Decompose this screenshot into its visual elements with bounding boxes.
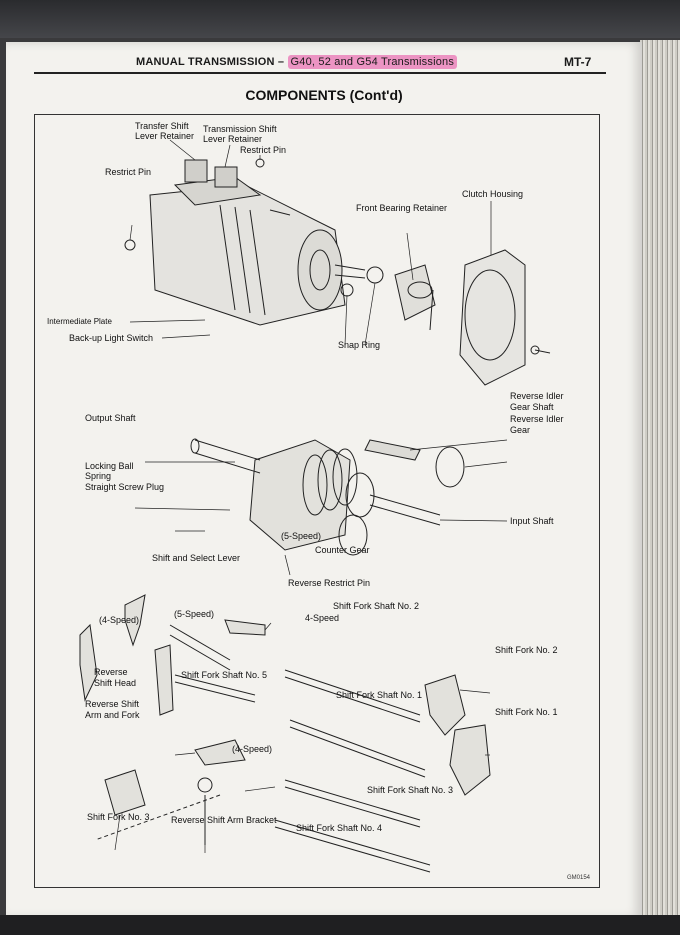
label-reverse-shift-arm-fork-1: Reverse Shift [85,699,140,709]
label-shift-fork-no3: Shift Fork No. 3 [87,812,150,822]
label-transmission-shift-lever-retainer-2: Lever Retainer [203,134,263,144]
label-five-speed-counter: (5-Speed) [281,531,322,541]
gear-cluster-drawing [190,438,465,556]
label-four-speed-fork: 4-Speed [305,613,340,623]
section-title: COMPONENTS (Cont'd) [245,87,403,103]
label-shift-fork-shaft-no1: Shift Fork Shaft No. 1 [336,690,423,700]
label-shift-fork-no2: Shift Fork No. 2 [495,645,558,655]
label-reverse-idler-gear-1: Reverse Idler [510,414,564,424]
front-bearing-retainer-drawing [340,264,436,331]
label-transmission-shift-lever-retainer-1: Transmission Shift [203,124,277,134]
label-input-shaft: Input Shaft [510,516,554,526]
label-spring: Spring [85,471,112,481]
label-straight-screw-plug: Straight Screw Plug [85,482,165,492]
label-front-bearing-retainer: Front Bearing Retainer [356,203,448,213]
running-header: MANUAL TRANSMISSION – G40, 52 and G54 Tr… [136,55,458,69]
label-restrict-pin-left: Restrict Pin [105,167,152,177]
exploded-view-drawing [79,139,551,873]
label-reverse-idler-gear-2: Gear [510,425,531,435]
label-shift-fork-shaft-no4: Shift Fork Shaft No. 4 [296,823,383,833]
label-locking-ball: Locking Ball [85,461,134,471]
label-shift-and-select-lever: Shift and Select Lever [152,553,241,563]
clutch-housing-drawing [459,249,551,386]
label-shift-fork-shaft-no5: Shift Fork Shaft No. 5 [181,670,268,680]
label-shift-fork-shaft-no2: Shift Fork Shaft No. 2 [333,601,420,611]
page-code: MT-7 [564,55,592,69]
desk-background-top [0,0,680,38]
label-reverse-idler-gear-shaft-2: Gear Shaft [510,402,554,412]
label-transfer-shift-lever-retainer-2: Lever Retainer [135,131,195,141]
label-output-shaft: Output Shaft [85,413,136,423]
label-transfer-shift-lever-retainer-1: Transfer Shift [135,121,189,131]
label-reverse-shift-head-2: Shift Head [94,678,137,688]
label-reverse-shift-arm-fork-2: Arm and Fork [85,710,140,720]
label-restrict-pin-top: Restrict Pin [240,145,287,155]
header-highlighted-models: G40, 52 and G54 Transmissions [287,55,458,69]
label-four-speed-head: (4-Speed) [99,615,140,625]
header-section: MANUAL TRANSMISSION – [136,56,285,68]
label-counter-gear: Counter Gear [315,545,370,555]
exploded-view-figure: Transfer Shift Lever Retainer Transmissi… [34,114,600,888]
label-backup-light-switch: Back-up Light Switch [69,333,154,343]
page-stack-edge [640,40,680,920]
label-clutch-housing: Clutch Housing [462,189,524,199]
label-intermediate-plate: Intermediate Plate [47,317,112,326]
label-reverse-idler-gear-shaft-1: Reverse Idler [510,391,564,401]
label-shift-fork-shaft-no3: Shift Fork Shaft No. 3 [367,785,454,795]
transmission-case-drawing [124,158,366,326]
desk-background-bottom [0,915,680,935]
label-shift-fork-no1: Shift Fork No. 1 [495,707,558,717]
manual-page: MANUAL TRANSMISSION – G40, 52 and G54 Tr… [6,42,642,918]
label-reverse-shift-arm-bracket: Reverse Shift Arm Bracket [171,815,277,825]
leader-lines [114,139,508,853]
figure-code: GM0154 [567,875,591,881]
label-reverse-restrict-pin: Reverse Restrict Pin [288,578,371,588]
label-five-speed-head: (5-Speed) [174,609,215,619]
label-snap-ring: Snap Ring [338,340,381,350]
label-reverse-shift-head-1: Reverse [94,667,128,677]
shift-mechanism-drawing [79,594,491,873]
label-four-speed-shaft3: (4-Speed) [232,744,273,754]
header-rule [34,72,606,74]
